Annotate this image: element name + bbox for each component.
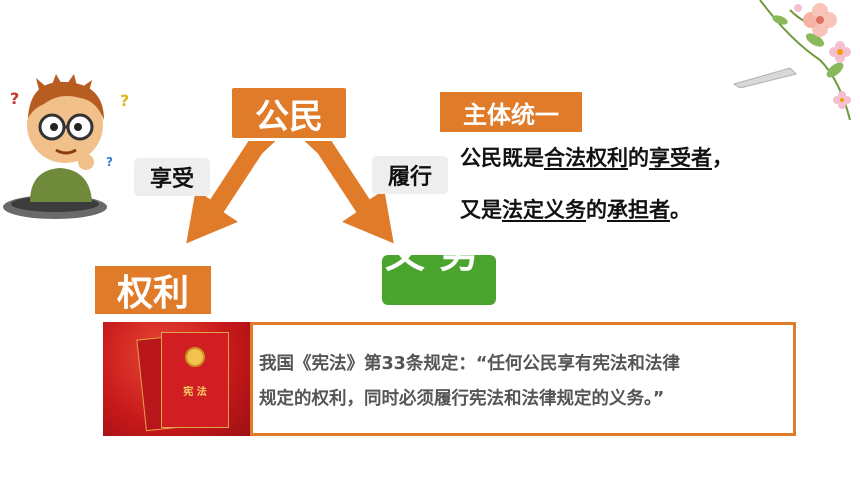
statement-line-1: 公民既是合法权利的享受者， <box>460 148 733 169</box>
quote-line-2: 规定的权利，同时必须履行宪法和法律规定的义务。” <box>259 389 665 409</box>
underlined-term: 享受者 <box>649 146 712 170</box>
chalk-decoration <box>732 67 797 88</box>
svg-text:?: ? <box>10 89 19 108</box>
book-front: 宪 法 <box>161 332 229 428</box>
unity-tag: 主体统一 <box>440 92 582 132</box>
flower-decoration <box>759 0 851 121</box>
node-rights: 权利 <box>95 266 211 314</box>
underlined-term: 法定义务 <box>502 198 586 222</box>
cartoon-boy-illustration: ? ? ? <box>3 74 129 219</box>
node-duties: 义务 <box>382 255 496 305</box>
edge-label-fulfill: 履行 <box>372 156 448 194</box>
svg-text:?: ? <box>106 155 113 169</box>
svg-text:?: ? <box>120 91 129 110</box>
constitution-book-image: 宪 法 <box>103 322 253 436</box>
statement-text: 。 <box>670 198 691 222</box>
statement-text: 的 <box>628 146 649 170</box>
quote-line-1: 我国《宪法》第33条规定：“任何公民享有宪法和法律 <box>259 354 680 374</box>
statement-text: 的 <box>586 198 607 222</box>
center-node-citizen: 公民 <box>232 88 346 138</box>
statement-text: 公民既是 <box>460 146 544 170</box>
statement-text: 又是 <box>460 198 502 222</box>
national-emblem-icon <box>185 347 205 367</box>
underlined-term: 合法权利 <box>544 146 628 170</box>
book-cover-title: 宪 法 <box>183 387 207 398</box>
constitution-quote-box: 我国《宪法》第33条规定：“任何公民享有宪法和法律 规定的权利，同时必须履行宪法… <box>250 322 796 436</box>
statement-text: ， <box>712 146 733 170</box>
arrow-to-duties <box>300 140 397 247</box>
statement-line-2: 又是法定义务的承担者。 <box>460 200 691 221</box>
node-duties-label: 义务 <box>382 255 496 274</box>
edge-label-enjoy: 享受 <box>134 158 210 196</box>
underlined-term: 承担者 <box>607 198 670 222</box>
arrow-to-rights <box>183 140 280 247</box>
